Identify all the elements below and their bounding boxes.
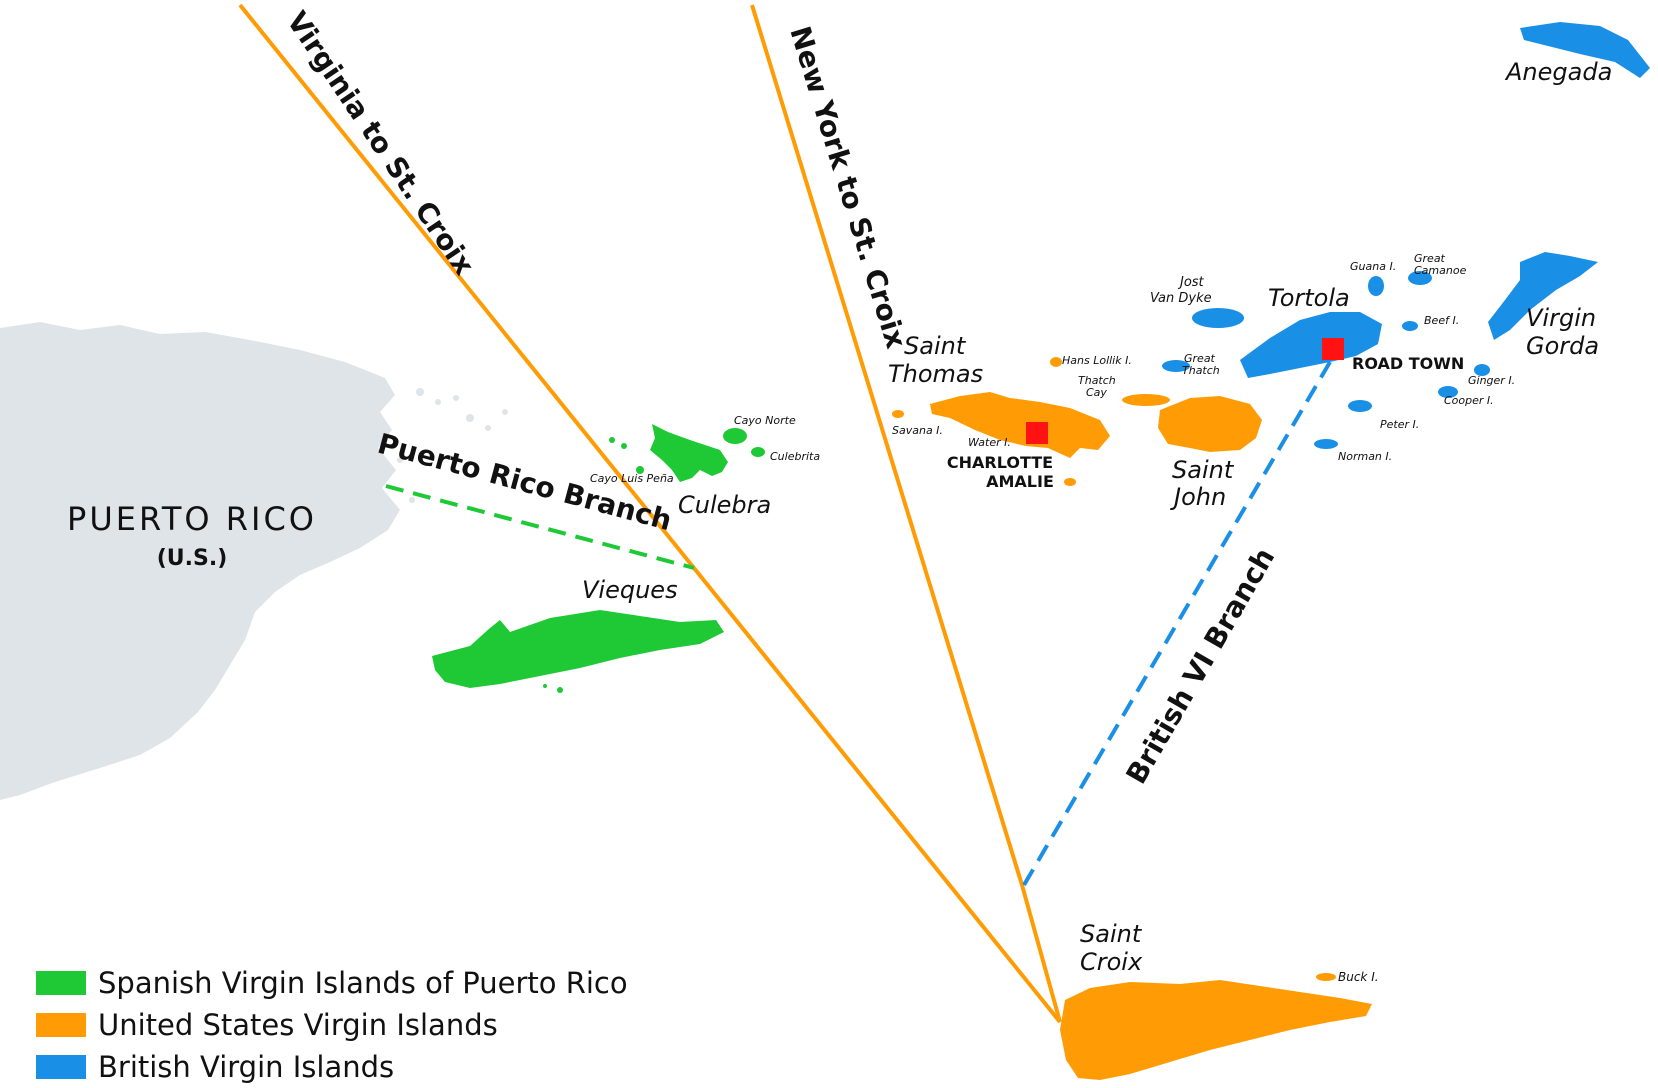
saint-thomas-label-1: Saint: [904, 332, 967, 360]
great-thatch-label-2: Thatch: [1182, 364, 1220, 377]
anegada-label: Anegada: [1504, 58, 1612, 86]
legend-label-us: United States Virgin Islands: [98, 1008, 498, 1042]
cayo-norte-label: Cayo Norte: [734, 414, 796, 427]
virgin-gorda-island: [1488, 252, 1598, 340]
legend-swatch-spanish: [36, 971, 86, 995]
savana-label: Savana I.: [892, 424, 943, 437]
puerto-rico-branch-line: [385, 484, 695, 570]
saint-thomas-island: [930, 392, 1110, 458]
legend-item-british: British Virgin Islands: [36, 1046, 628, 1088]
saint-croix-label-2: Croix: [1080, 948, 1143, 976]
puerto-rico-label: PUERTO RICO: [67, 500, 317, 538]
anegada-island: [1520, 22, 1650, 78]
puerto-rico-landmass: [0, 322, 400, 800]
jost-van-dyke-label-1: Jost: [1177, 275, 1205, 290]
beef-label: Beef I.: [1424, 314, 1459, 327]
water-label: Water I.: [968, 436, 1011, 449]
legend-swatch-us: [36, 1013, 86, 1037]
virginia-route-label: Virginia to St. Croix: [280, 5, 481, 280]
road-town-marker: [1322, 338, 1344, 360]
norman-label: Norman I.: [1338, 450, 1392, 463]
charlotte-amalie-marker: [1026, 422, 1048, 444]
legend-label-spanish: Spanish Virgin Islands of Puerto Rico: [98, 966, 628, 1000]
thatch-cay-label-1: Thatch: [1078, 374, 1116, 387]
saint-john-island: [1158, 396, 1262, 452]
new-york-route-label: New York to St. Croix: [783, 22, 912, 352]
ginger-label: Ginger I.: [1468, 374, 1515, 387]
legend-swatch-british: [36, 1055, 86, 1079]
cayo-luis-pena-label: Cayo Luis Peña: [590, 472, 674, 485]
us-islands: [892, 357, 1372, 1080]
vieques-label: Vieques: [582, 576, 678, 604]
saint-thomas-label-2: Thomas: [888, 360, 983, 388]
cooper-label: Cooper I.: [1444, 394, 1494, 407]
buck-label: Buck I.: [1338, 970, 1379, 984]
hans-lollik-label: Hans Lollik I.: [1062, 354, 1132, 367]
virgin-gorda-label-1: Virgin: [1526, 304, 1596, 332]
charlotte-amalie-label-1: CHARLOTTE: [947, 453, 1053, 472]
culebra-label: Culebra: [678, 491, 771, 519]
map-legend: Spanish Virgin Islands of Puerto Rico Un…: [36, 962, 628, 1088]
new-york-route-line: [750, 4, 1062, 1023]
legend-item-spanish: Spanish Virgin Islands of Puerto Rico: [36, 962, 628, 1004]
charlotte-amalie-label-2: AMALIE: [986, 472, 1054, 491]
vieques-island: [432, 610, 724, 688]
spanish-islands: [432, 424, 765, 693]
virgin-gorda-label-2: Gorda: [1526, 332, 1599, 360]
saint-john-label-2: John: [1170, 483, 1226, 511]
jost-van-dyke-label-2: Van Dyke: [1150, 291, 1212, 306]
culebra-island: [650, 424, 728, 482]
peter-label: Peter I.: [1380, 418, 1419, 431]
great-camanoe-label-2: Camanoe: [1414, 264, 1467, 277]
culebrita-label: Culebrita: [770, 450, 820, 463]
saint-croix-island: [1060, 980, 1372, 1080]
saint-croix-label-1: Saint: [1080, 920, 1143, 948]
road-town-label: ROAD TOWN: [1352, 354, 1464, 373]
british-branch-line: [1022, 360, 1332, 887]
saint-john-label-1: Saint: [1172, 456, 1235, 484]
tortola-island: [1240, 312, 1382, 378]
virginia-route-line: [238, 3, 1062, 1024]
legend-label-british: British Virgin Islands: [98, 1050, 395, 1084]
british-branch-label: British VI Branch: [1119, 542, 1281, 789]
british-islands: [1162, 22, 1650, 449]
great-camanoe-label-1: Great: [1414, 252, 1446, 265]
guana-label: Guana I.: [1350, 260, 1396, 273]
legend-item-us: United States Virgin Islands: [36, 1004, 628, 1046]
great-thatch-label-1: Great: [1184, 352, 1216, 365]
thatch-cay-label-2: Cay: [1086, 386, 1107, 399]
puerto-rico-sub-label: (U.S.): [157, 546, 228, 571]
tortola-label: Tortola: [1268, 284, 1350, 312]
puerto-rico-cays: [397, 388, 508, 503]
